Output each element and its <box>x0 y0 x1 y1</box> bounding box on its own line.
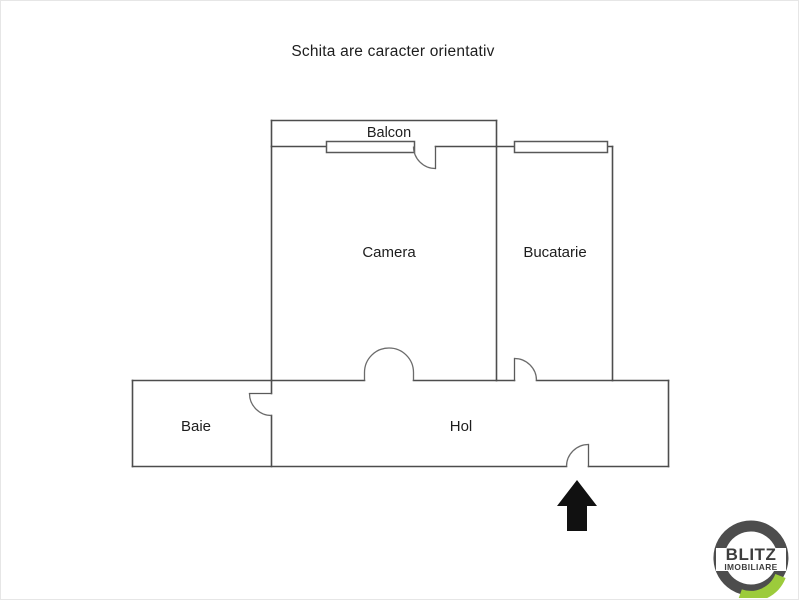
bucatarie-walls <box>495 145 614 382</box>
lower-block-walls <box>131 379 670 468</box>
logo-brand-text: BLITZ <box>726 545 777 564</box>
room-label-hol: Hol <box>450 418 473 435</box>
logo-graphic: BLITZ IMOBILIARE <box>713 520 789 598</box>
logo-accent-arc <box>738 573 786 598</box>
entrance-door <box>565 443 590 468</box>
logo-subtitle-text: IMOBILIARE <box>724 562 777 572</box>
logo-ring <box>713 520 789 596</box>
kitchen-door <box>513 357 538 382</box>
kitchen-window <box>513 140 609 154</box>
room-label-camera: Camera <box>362 244 416 261</box>
blitz-imobiliare-logo: BLITZ IMOBILIARE <box>707 520 795 598</box>
camera-arched-opening <box>363 347 415 381</box>
page-title: Schita are caracter orientativ <box>291 43 494 60</box>
room-label-baie: Baie <box>181 418 211 435</box>
balcony-railing-window <box>325 140 416 154</box>
bathroom-door <box>248 392 273 417</box>
room-label-bucatarie: Bucatarie <box>523 244 586 261</box>
balcony-door <box>412 145 437 170</box>
entrance-arrow-icon <box>557 480 597 531</box>
logo-text-plate <box>716 548 786 571</box>
balcony-outline <box>270 119 498 148</box>
camera-walls <box>270 145 498 382</box>
room-label-balcon: Balcon <box>367 125 411 141</box>
